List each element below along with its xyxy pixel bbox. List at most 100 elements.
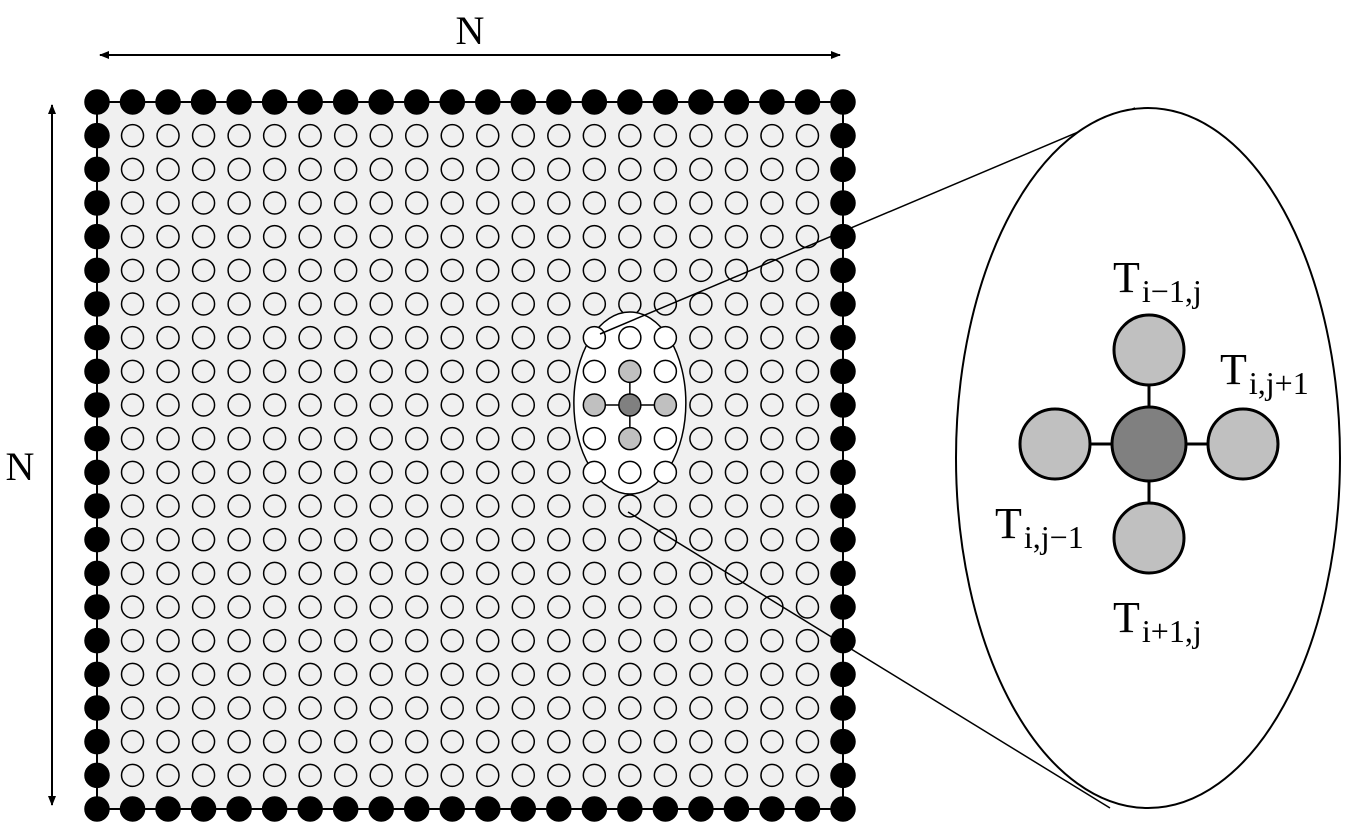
interior-node [547, 191, 571, 215]
interior-node [262, 292, 287, 316]
interior-node [547, 359, 571, 384]
boundary-node [830, 459, 856, 486]
interior-node [760, 561, 784, 586]
interior-node [795, 763, 820, 788]
interior-node [440, 258, 464, 283]
interior-node [191, 527, 216, 552]
boundary-node [794, 796, 821, 822]
interior-node [333, 696, 358, 720]
interior-node [120, 595, 145, 619]
interior-node [760, 157, 784, 182]
interior-node [298, 123, 322, 148]
small-stencil-neighbor [618, 426, 642, 451]
boundary-node [830, 493, 856, 519]
boundary-node [84, 728, 110, 755]
boundary-node [226, 89, 252, 115]
label-left-sub: i,j−1 [1024, 519, 1084, 555]
interior-node [618, 224, 642, 249]
interior-node [262, 258, 287, 283]
stencil-node-left [1018, 407, 1092, 481]
boundary-node [830, 560, 856, 587]
interior-node [120, 494, 145, 518]
boundary-node [723, 89, 750, 115]
interior-node [724, 729, 749, 754]
interior-node [191, 662, 216, 687]
interior-node [156, 292, 180, 316]
interior-node [547, 157, 571, 182]
interior-node [476, 595, 500, 619]
interior-node [760, 628, 784, 653]
interior-node [547, 595, 571, 619]
interior-node [653, 729, 678, 754]
interior-node [333, 527, 358, 552]
interior-node [511, 628, 536, 653]
interior-node [262, 696, 287, 720]
interior-node [369, 123, 393, 148]
interior-node [618, 123, 642, 148]
interior-node [795, 359, 820, 384]
interior-node [333, 157, 358, 182]
interior-node [547, 696, 571, 720]
boundary-node [581, 89, 608, 115]
interior-node [476, 191, 500, 215]
interior-node [440, 494, 464, 518]
interior-node [476, 224, 500, 249]
interior-node [227, 494, 251, 518]
boundary-node [84, 392, 110, 418]
interior-node [120, 157, 145, 182]
interior-node [653, 494, 678, 518]
interior-node [262, 662, 287, 687]
interior-node [404, 763, 429, 788]
interior-node [404, 292, 429, 316]
boundary-node [190, 796, 217, 822]
interior-node [582, 595, 607, 619]
interior-node [191, 123, 216, 148]
interior-node [795, 157, 820, 182]
zoom-node [618, 325, 642, 350]
interior-node [689, 595, 713, 619]
interior-node [511, 527, 536, 552]
interior-node [440, 325, 464, 350]
zoom-node [582, 426, 607, 451]
interior-node [156, 662, 180, 687]
interior-node [120, 224, 145, 249]
boundary-node [830, 257, 856, 284]
interior-node [369, 561, 393, 586]
label-up-main: T [1113, 253, 1140, 302]
interior-node [582, 494, 607, 518]
interior-node [191, 191, 216, 215]
interior-node [369, 157, 393, 182]
boundary-node [84, 122, 110, 149]
zoom-node [618, 460, 642, 485]
boundary-node [84, 324, 110, 351]
interior-node [618, 527, 642, 552]
interior-node [333, 258, 358, 283]
interior-node [511, 292, 536, 316]
interior-node [333, 460, 358, 485]
boundary-node [759, 796, 785, 822]
interior-node [298, 595, 322, 619]
interior-node [298, 763, 322, 788]
interior-node [156, 628, 180, 653]
interior-node [618, 696, 642, 720]
boundary-node [830, 190, 856, 216]
interior-node [156, 527, 180, 552]
interior-node [191, 460, 216, 485]
interior-node [227, 729, 251, 754]
interior-node [476, 123, 500, 148]
zoom-node [653, 325, 678, 350]
label-right: Ti,j+1 [1220, 345, 1309, 401]
interior-node [653, 696, 678, 720]
interior-node [404, 191, 429, 215]
interior-node [404, 460, 429, 485]
interior-node [476, 628, 500, 653]
interior-node [227, 292, 251, 316]
interior-node [298, 494, 322, 518]
interior-node [760, 595, 784, 619]
interior-node [404, 157, 429, 182]
interior-node [547, 763, 571, 788]
interior-node [582, 561, 607, 586]
interior-node [760, 258, 784, 283]
interior-node [120, 258, 145, 283]
interior-node [476, 258, 500, 283]
